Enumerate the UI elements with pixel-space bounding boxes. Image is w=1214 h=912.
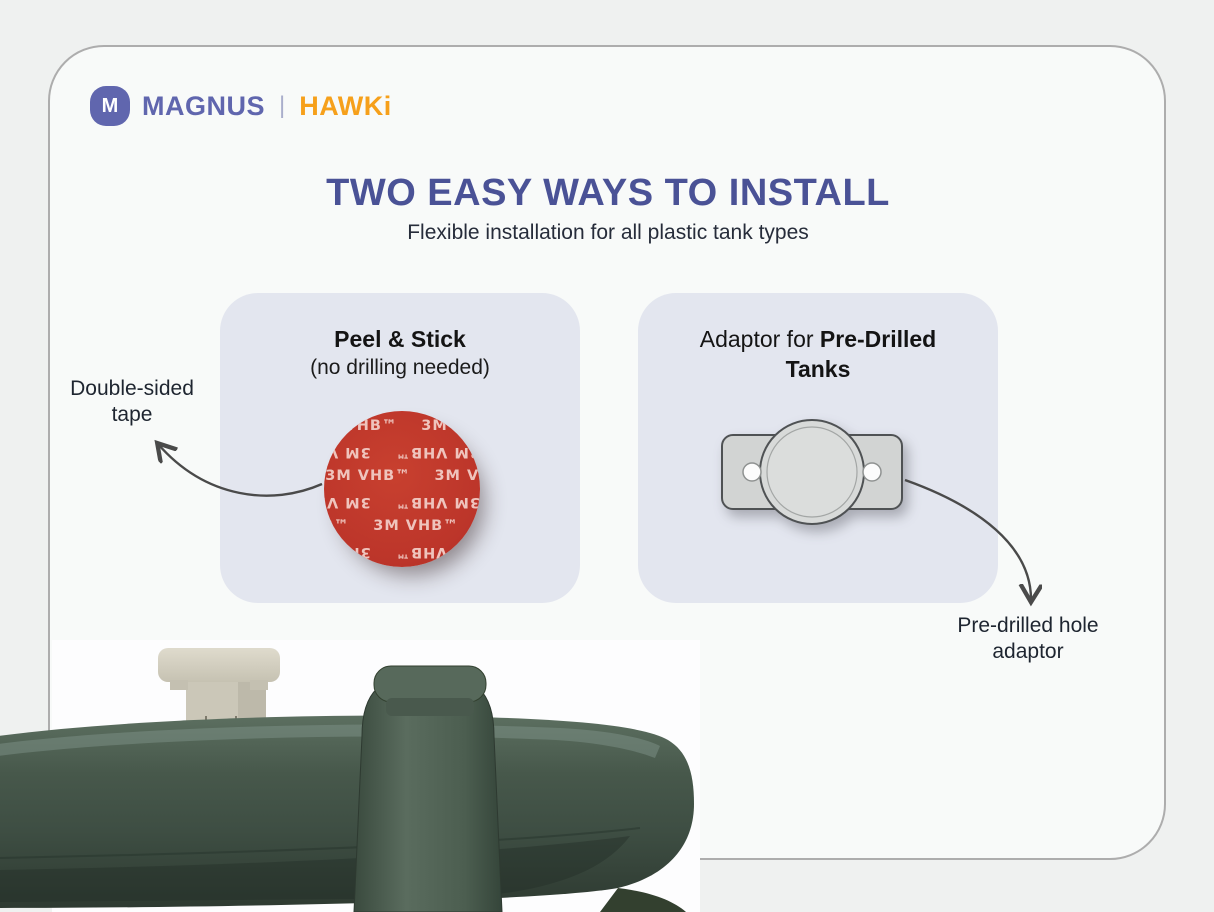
tape-label-row: 3M VHB™ 3M VHB™ 3M VHB™	[324, 418, 480, 434]
adaptor-title-bold: Pre-Drilled Tanks	[785, 326, 937, 382]
logo-m-letter: M	[101, 94, 119, 117]
tape-label-row: 3M VHB™ 3M VHB™ 3M VHB™	[324, 468, 480, 484]
page-subtitle: Flexible installation for all plastic ta…	[407, 221, 809, 244]
brand-logo: M MAGNUS | HAWKi	[90, 86, 392, 126]
brand-divider: |	[279, 92, 286, 119]
adaptor-title-regular: Adaptor for	[699, 326, 820, 352]
peel-stick-subtitle: (no drilling needed)	[310, 355, 490, 379]
tape-label-row: 3M VHB™ 3M VHB™ 3M VHB™	[324, 444, 480, 460]
tape-label-row: 3M VHB™ 3M VHB™ 3M VHB™	[324, 544, 480, 560]
card-peel-stick: Peel & Stick (no drilling needed) 3M VHB…	[220, 293, 580, 603]
main-panel	[48, 45, 1166, 860]
product-name: HAWKi	[299, 90, 392, 121]
tank-right-skirt	[600, 888, 686, 912]
card-adaptor: Adaptor for Pre-Drilled Tanks	[638, 293, 998, 603]
tape-label-row: 3M VHB™ 3M VHB™ 3M VHB™	[324, 518, 480, 534]
screw-hole-right	[862, 462, 882, 482]
tape-label-row: 3M VHB™ 3M VHB™ 3M VHB™	[324, 494, 480, 510]
screw-hole-left	[742, 462, 762, 482]
adaptor-outer-circle	[759, 419, 865, 525]
peel-stick-title: Peel & Stick	[334, 326, 466, 352]
annotation-double-sided-tape: Double-sided tape	[70, 377, 194, 427]
annotation-pre-drilled-adaptor: Pre-drilled hole adaptor	[957, 614, 1099, 664]
logo-m-badge: M	[90, 86, 130, 126]
adaptor-inner-circle	[766, 426, 858, 518]
vhb-tape-disc: 3M VHB™ 3M VHB™ 3M VHB™ 3M VHB™ 3M VHB™ …	[324, 411, 480, 567]
page-title: TWO EASY WAYS TO INSTALL	[326, 172, 890, 214]
brand-name: MAGNUS	[142, 90, 265, 121]
adaptor-plate	[721, 434, 903, 510]
adaptor-title: Adaptor for Pre-Drilled Tanks	[693, 325, 943, 385]
